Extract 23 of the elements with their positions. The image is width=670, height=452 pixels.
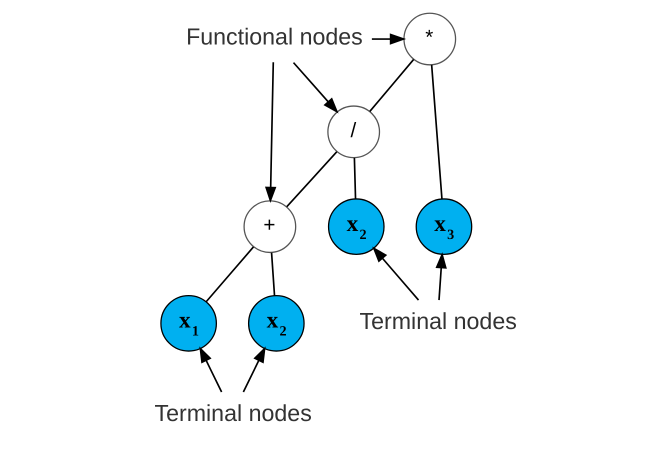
- connector: [430, 64, 443, 199]
- arrow: [265, 62, 276, 204]
- arrow: [372, 246, 420, 301]
- arrow: [242, 346, 266, 392]
- node-circle: /: [327, 105, 380, 158]
- node-circle: *: [403, 12, 456, 66]
- connector: [354, 158, 356, 199]
- node-text: Terminal nodes: [360, 308, 517, 334]
- connector: [369, 58, 414, 112]
- node-text: Functional nodes: [186, 24, 363, 50]
- node-circle: +: [243, 200, 296, 254]
- arrow: [436, 252, 447, 300]
- node-circle: x$_{2}$: [328, 198, 385, 256]
- node-circle: x$_{2}$: [248, 294, 305, 352]
- node-circle: x$_{1}$: [160, 294, 218, 352]
- arrow: [292, 62, 339, 114]
- connector: [206, 246, 254, 302]
- arrow: [372, 33, 406, 45]
- node-circle: x$_{3}$: [416, 198, 472, 256]
- arrow: [199, 346, 222, 392]
- node-text: Terminal nodes: [154, 400, 312, 426]
- connector: [286, 151, 338, 208]
- connector: [270, 252, 276, 296]
